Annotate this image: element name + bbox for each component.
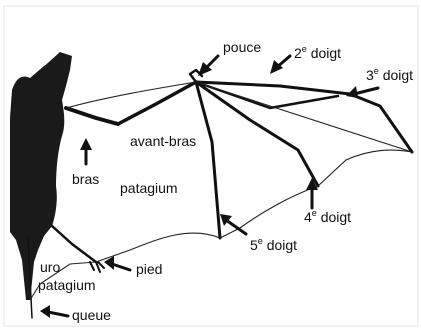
label-4e-doigt-sup: e — [312, 208, 317, 218]
label-patagium: patagium — [120, 180, 178, 196]
arrow-bras — [80, 138, 92, 166]
label-5e-doigt-sup: e — [258, 236, 263, 246]
label-4e-doigt-word: doigt — [317, 209, 351, 225]
label-bras: bras — [72, 171, 99, 187]
arrow-2e-doigt — [270, 54, 292, 74]
label-uro-patagium: patagium — [38, 277, 96, 293]
label-2e-doigt-num: 2 — [294, 45, 302, 61]
upper-arm-bone — [64, 106, 120, 126]
foot — [89, 261, 105, 273]
diagram-frame — [3, 5, 419, 327]
wing-membrane-edge — [65, 81, 413, 263]
wing-membrane-inner — [195, 81, 413, 153]
arrow-3e-doigt — [346, 86, 380, 98]
finger-5-bone — [194, 80, 222, 240]
label-pouce: pouce — [223, 39, 261, 55]
label-2e-doigt: 2e doigt — [294, 44, 341, 61]
label-2e-doigt-sup: e — [302, 44, 307, 54]
uropatagium-edge — [29, 261, 97, 301]
thumb-bone — [188, 68, 204, 84]
arrow-pouce — [198, 54, 220, 76]
label-avant-bras: avant-bras — [130, 133, 196, 149]
arrow-4e-doigt — [306, 178, 318, 210]
label-2e-doigt-word: doigt — [307, 45, 341, 61]
bat-body-silhouette — [10, 56, 72, 300]
label-4e-doigt-num: 4 — [304, 209, 312, 225]
label-5e-doigt-num: 5 — [250, 237, 258, 253]
label-queue: queue — [72, 307, 111, 323]
finger-3-bone — [194, 80, 340, 110]
tail-bone — [27, 237, 33, 319]
label-3e-doigt-word: doigt — [379, 67, 413, 83]
label-pied: pied — [136, 261, 162, 277]
forearm-bone — [116, 80, 198, 126]
label-4e-doigt: 4e doigt — [304, 208, 351, 225]
label-5e-doigt-word: doigt — [263, 237, 297, 253]
label-5e-doigt: 5e doigt — [250, 236, 297, 253]
bat-ear — [40, 52, 72, 72]
arrow-queue — [40, 305, 70, 318]
label-3e-doigt: 3e doigt — [366, 66, 413, 83]
arrow-pied — [104, 256, 132, 272]
finger-4-bone — [194, 80, 320, 188]
label-3e-doigt-num: 3 — [366, 67, 374, 83]
label-uro: uro — [40, 259, 60, 275]
leg-bone — [50, 224, 98, 264]
label-3e-doigt-sup: e — [374, 66, 379, 76]
arrow-5e-doigt — [220, 214, 248, 236]
